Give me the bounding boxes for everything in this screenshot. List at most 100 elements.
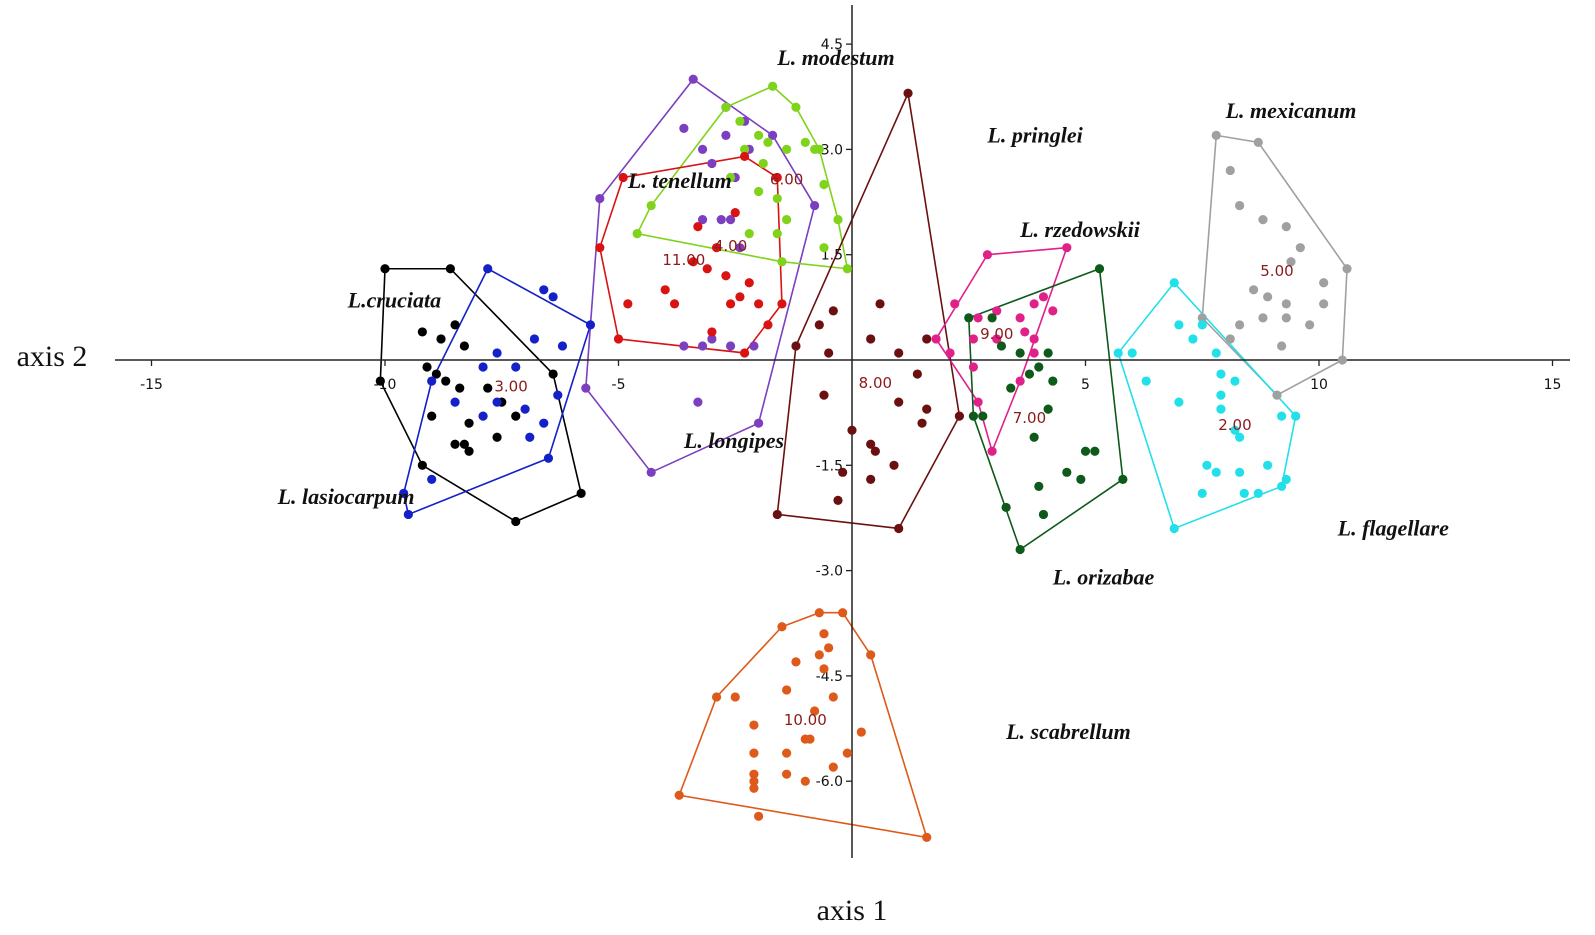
point-l-tenellum: [744, 278, 754, 288]
point-l-lasiocarpum: [403, 509, 413, 520]
point-l-mexicanum: [1342, 264, 1352, 274]
hull-l-flagellare: [1117, 281, 1297, 530]
point-l-tenellum: [777, 299, 787, 309]
point-l-flagellare: [1263, 460, 1273, 470]
point-l-flagellare: [1216, 404, 1226, 414]
point-l-longipes: [646, 467, 656, 477]
point-l-scabrellum: [856, 727, 866, 737]
point-l-orizabae: [1118, 474, 1128, 484]
point-l-rzedowskii: [1029, 299, 1039, 309]
point-l-rzedowskii: [1038, 292, 1049, 302]
point-l-flagellare: [1277, 481, 1287, 491]
point-l-longipes: [688, 74, 698, 84]
point-l-orizabae: [1080, 446, 1091, 456]
species-label: L. modestum: [776, 45, 894, 70]
point-l-pringlei: [819, 390, 829, 400]
point-l-rzedowskii: [1020, 327, 1030, 337]
point-l-modestum: [772, 229, 782, 239]
point-l-orizabae: [964, 313, 974, 323]
point-l-modestum: [768, 81, 778, 91]
point-l-mexicanum: [1305, 320, 1315, 330]
point-l-scabrellum: [749, 748, 759, 758]
point-l-flagellare: [1174, 320, 1184, 330]
point-l-mexicanum: [1295, 243, 1305, 253]
y-tick-label: -6.0: [816, 774, 843, 790]
point-l-modestum: [819, 243, 829, 253]
point-l-scabrellum: [754, 811, 764, 821]
point-l-scabrellum: [749, 769, 759, 779]
point-l-longipes: [679, 123, 689, 133]
point-l-scabrellum: [730, 692, 740, 702]
point-l-pringlei: [870, 446, 880, 456]
point-l-flagellare: [1197, 488, 1207, 498]
point-l-cruciata: [417, 460, 427, 470]
point-l-rzedowskii: [950, 299, 960, 309]
group-number-label: 3.00: [494, 378, 527, 396]
point-l-modestum: [777, 257, 787, 267]
point-l-rzedowskii: [1015, 313, 1025, 323]
point-l-scabrellum: [819, 664, 829, 674]
point-l-orizabae: [1034, 481, 1044, 491]
point-l-modestum: [842, 264, 852, 274]
point-l-longipes: [707, 158, 717, 169]
point-l-mexicanum: [1249, 285, 1259, 295]
point-l-pringlei: [866, 474, 876, 484]
point-l-flagellare: [1127, 348, 1137, 358]
point-l-mexicanum: [1235, 320, 1245, 330]
point-l-cruciata: [459, 439, 469, 449]
point-l-mexicanum: [1272, 390, 1282, 400]
point-l-flagellare: [1235, 432, 1245, 442]
point-l-mexicanum: [1258, 313, 1268, 323]
point-l-tenellum: [707, 327, 717, 337]
point-l-lasiocarpum: [525, 432, 535, 442]
point-l-longipes: [697, 341, 708, 351]
point-l-cruciata: [483, 383, 493, 393]
data-points: [375, 74, 1352, 842]
point-l-flagellare: [1216, 390, 1226, 400]
point-l-orizabae: [1001, 502, 1011, 513]
x-tick-label: 5: [1081, 377, 1090, 393]
point-l-mexicanum: [1281, 222, 1291, 232]
species-label: L. tenellum: [627, 168, 732, 193]
point-l-longipes: [721, 130, 731, 140]
point-l-orizabae: [1015, 544, 1025, 555]
point-l-cruciata: [375, 376, 385, 386]
point-l-orizabae: [1076, 474, 1086, 484]
point-l-rzedowskii: [945, 348, 955, 358]
point-l-modestum: [721, 102, 731, 112]
point-l-pringlei: [824, 348, 834, 358]
point-l-pringlei: [912, 369, 922, 379]
point-l-tenellum: [754, 299, 764, 309]
point-l-orizabae: [1034, 362, 1044, 372]
point-l-mexicanum: [1319, 278, 1329, 288]
point-l-scabrellum: [828, 692, 838, 702]
point-l-modestum: [754, 130, 764, 140]
point-l-scabrellum: [791, 657, 801, 667]
point-l-orizabae: [1094, 264, 1105, 274]
species-label: L. rzedowskii: [1019, 217, 1141, 242]
point-l-cruciata: [511, 516, 521, 527]
point-l-lasiocarpum: [483, 264, 493, 274]
species-label: L. lasiocarpum: [277, 484, 415, 509]
point-l-cruciata: [427, 411, 437, 421]
point-l-rzedowskii: [973, 397, 983, 407]
point-l-pringlei: [866, 439, 876, 449]
point-l-flagellare: [1141, 376, 1151, 386]
point-l-tenellum: [702, 264, 712, 274]
point-l-cruciata: [464, 418, 474, 428]
point-l-modestum: [739, 144, 750, 154]
point-l-longipes: [810, 200, 820, 211]
point-l-lasiocarpum: [427, 474, 437, 484]
point-l-flagellare: [1211, 467, 1221, 477]
point-l-scabrellum: [838, 608, 848, 618]
point-l-rzedowskii: [1062, 243, 1072, 253]
point-l-lasiocarpum: [492, 348, 502, 358]
point-l-cruciata: [492, 432, 502, 442]
point-l-scabrellum: [782, 685, 792, 695]
point-l-orizabae: [1043, 404, 1053, 414]
point-l-lasiocarpum: [511, 362, 521, 372]
point-l-cruciata: [380, 264, 390, 274]
point-l-mexicanum: [1337, 355, 1347, 365]
point-l-tenellum: [623, 299, 633, 309]
